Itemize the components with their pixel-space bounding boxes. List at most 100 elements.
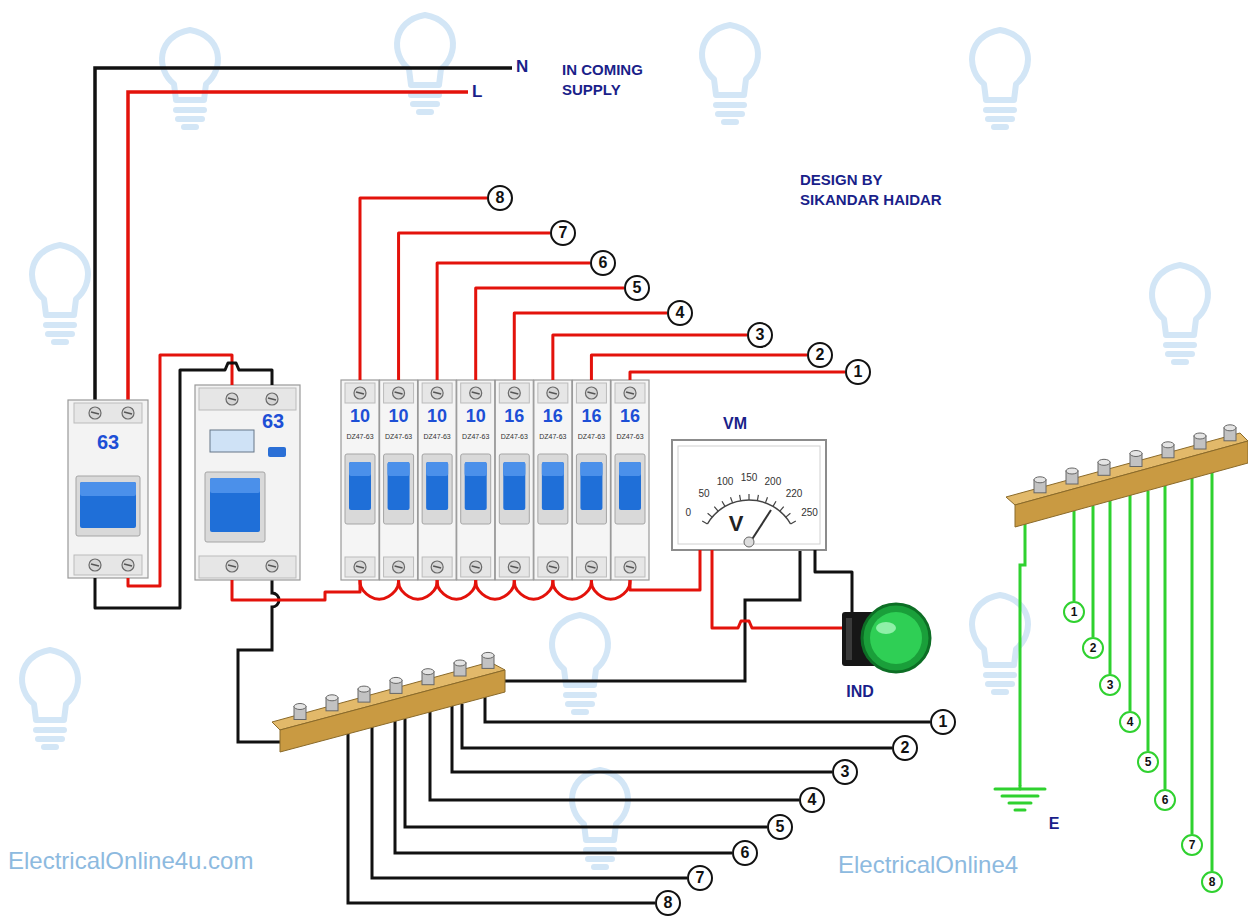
callout-number-text: 4 — [676, 305, 685, 321]
callout-number: 4 — [799, 787, 825, 813]
bulb-watermark — [162, 30, 218, 127]
wire — [232, 580, 360, 600]
callout-number-text: 2 — [816, 347, 825, 363]
callout-number-text: 1 — [854, 364, 863, 380]
callout-number-text: 2 — [901, 740, 910, 756]
callout-number: 3 — [1099, 674, 1121, 696]
rccb-terminal-block — [199, 556, 296, 578]
mcb: 10DZ47-63 — [457, 380, 495, 580]
callout-number-text: 6 — [599, 255, 608, 271]
earth-wire — [1211, 473, 1214, 871]
callout-number: 2 — [807, 342, 833, 368]
earth-wire — [1129, 495, 1132, 711]
model-text: DZ47-63 — [501, 433, 528, 440]
supply-label: L — [472, 83, 482, 102]
callout-number: 8 — [655, 890, 681, 916]
neutral-wire — [395, 721, 732, 853]
bulb-watermark — [702, 25, 758, 122]
callout-number-text: 4 — [808, 792, 817, 808]
callout-number: 6 — [1154, 789, 1176, 811]
neutral-wire — [238, 580, 280, 742]
earth-symbol-shape — [990, 786, 1066, 842]
wire — [399, 580, 438, 599]
watermark: ElectricalOnline4u.com — [8, 848, 253, 874]
callout-number: 6 — [590, 250, 616, 276]
lamp-lead — [851, 596, 854, 612]
busbar-screw — [1130, 451, 1142, 467]
callout-number: 5 — [767, 814, 793, 840]
busbar-screw — [454, 660, 466, 676]
earth-line — [1015, 809, 1025, 812]
callout-number-text: 8 — [664, 895, 673, 911]
busbar-screw — [358, 686, 370, 702]
model-text: DZ47-63 — [539, 433, 566, 440]
callout-number: 3 — [747, 322, 773, 348]
wire — [476, 580, 515, 599]
model-text: DZ47-63 — [578, 433, 605, 440]
callout-number: 8 — [487, 185, 513, 211]
toggle-recess — [76, 476, 140, 536]
callout-number-text: 7 — [559, 225, 568, 241]
callout-number-text: 3 — [1107, 679, 1114, 691]
earth-line — [1002, 795, 1038, 798]
scale-number: 0 — [686, 508, 692, 518]
callout-number: 1 — [1063, 601, 1085, 623]
model-text: DZ47-63 — [462, 433, 489, 440]
scale-number: 220 — [786, 489, 803, 499]
busbar-screw — [482, 652, 494, 668]
terminal-screw — [122, 559, 134, 571]
device-heading: VM — [723, 416, 747, 432]
earth-line — [995, 788, 1045, 791]
scale-number: 200 — [765, 477, 782, 487]
callout-number: 5 — [1137, 751, 1159, 773]
callout-number: 3 — [832, 759, 858, 785]
earth-wire — [1191, 478, 1194, 834]
mcb: 16DZ47-63 — [572, 380, 610, 580]
bulb-watermark — [22, 650, 78, 747]
credit-note: DESIGN BY SIKANDAR HAIDAR — [800, 170, 952, 211]
busbar-screw — [1194, 433, 1206, 449]
wire — [630, 550, 700, 590]
model-text: DZ47-63 — [385, 433, 412, 440]
earth-line — [1009, 802, 1031, 805]
busbar-screw — [1098, 459, 1110, 475]
voltmeter: VM050100150200220250V — [672, 440, 826, 550]
earth-wire — [1092, 506, 1095, 637]
callout-number: 7 — [1181, 834, 1203, 856]
test-button — [268, 447, 286, 457]
main-breaker-body — [68, 400, 148, 578]
toggle — [80, 482, 136, 528]
wire — [95, 363, 272, 608]
busbar-screw — [390, 677, 402, 693]
callout-number: 2 — [892, 735, 918, 761]
breaker-case — [68, 400, 148, 578]
earth-wire — [1020, 524, 1025, 786]
callout-number: 4 — [667, 300, 693, 326]
busbar-screw — [294, 704, 306, 720]
mcb-body — [534, 380, 572, 580]
earth-wires — [1020, 473, 1212, 871]
breaker-terminal-block — [74, 555, 142, 575]
scale-number: 100 — [717, 477, 734, 487]
meter-scale-arc — [707, 500, 790, 524]
toggle — [210, 478, 260, 532]
neutral-wire — [452, 706, 832, 772]
lamp-body-shine — [846, 618, 852, 660]
callout-number-text: 2 — [1090, 642, 1097, 654]
supply-note: IN COMING SUPPLY — [562, 60, 677, 101]
rating-text: 10 — [466, 407, 486, 425]
wire — [360, 198, 487, 380]
callout-number: 7 — [550, 220, 576, 246]
busbar-screw — [1066, 468, 1078, 484]
wire — [630, 372, 845, 380]
rating-text: 63 — [97, 432, 119, 452]
callout-number-text: 1 — [939, 714, 948, 730]
wire — [553, 580, 592, 599]
lamp-lead — [838, 627, 842, 630]
rating-text: 16 — [620, 407, 640, 425]
rccb-case — [195, 385, 300, 580]
mcb: 16DZ47-63 — [495, 380, 533, 580]
busbar-screw — [422, 669, 434, 685]
